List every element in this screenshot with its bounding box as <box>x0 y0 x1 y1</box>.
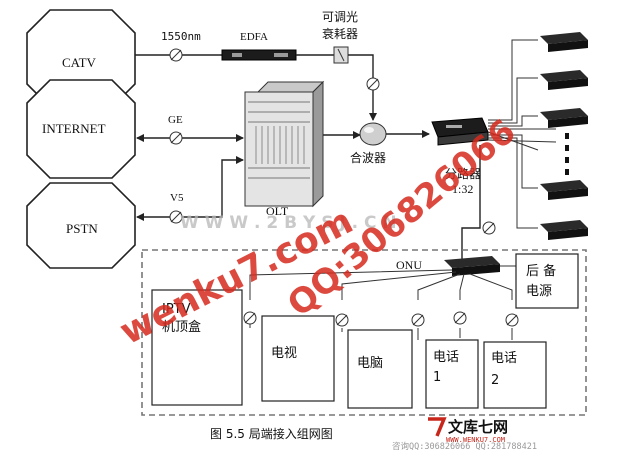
backup-power-line1: 后 备 <box>526 263 556 279</box>
ellipsis-dots <box>565 133 569 175</box>
terminal-pc-label: 电脑 <box>357 356 383 371</box>
terminal-phone1-label: 电话 1 <box>433 350 463 385</box>
brand-name: 文库七网 <box>448 418 508 436</box>
backup-power-box: 后 备 电源 <box>515 253 579 309</box>
terminal-tv: 电视 <box>261 315 335 402</box>
terminal-iptv-line2: 机顶盒 <box>162 319 201 335</box>
combiner-label: 合波器 <box>350 150 386 165</box>
attenuator-to-combiner <box>348 54 377 121</box>
onu-label: ONU <box>396 258 422 272</box>
catv-label: CATV <box>62 55 97 70</box>
remote-onu-1 <box>540 32 588 52</box>
attenuator-iptv-icon <box>243 311 257 325</box>
brand-url: WWW.WENKU7.COM <box>446 436 505 444</box>
ge-label: GE <box>168 114 183 126</box>
attenuator-label-line1: 可调光 <box>322 10 358 24</box>
backup-power-line2: 电源 <box>526 284 552 299</box>
remote-onu-2 <box>540 70 588 90</box>
pstn-label: PSTN <box>66 221 98 236</box>
terminal-phone2-label: 电话 2 <box>491 351 521 388</box>
pstn-source: PSTN <box>26 182 136 269</box>
terminal-phone2-line2: 2 <box>491 373 499 388</box>
attenuator-v5-icon <box>169 210 183 224</box>
attenuator-inline-icon <box>366 77 380 91</box>
customer-premises-boundary <box>141 249 587 416</box>
v5-label: V5 <box>170 192 184 204</box>
remote-onu-stack <box>540 32 588 240</box>
wavelength-label: 1550nm <box>161 30 201 43</box>
terminal-phone1: 电话 1 <box>425 339 479 409</box>
terminal-phone2: 电话 2 <box>483 341 547 409</box>
v5-link <box>136 156 244 221</box>
attenuator-label-line2: 衰耗器 <box>322 26 358 41</box>
edfa-label: EDFA <box>240 31 268 43</box>
figure-caption: 图 5.5 局端接入组网图 <box>210 426 333 441</box>
splitter-label: 分路器 <box>445 166 481 181</box>
attenuator-ge-icon <box>169 131 183 145</box>
splitter-fanout <box>487 39 557 229</box>
terminal-attenuator-icons <box>243 311 519 327</box>
terminal-pc: 电脑 <box>347 329 413 409</box>
watermark-url-faint: W W W . 2 B Y S J . C N <box>180 213 397 233</box>
terminal-tv-label: 电视 <box>271 346 297 361</box>
attenuator-pc-icon <box>411 313 425 327</box>
internet-label: INTERNET <box>42 121 106 136</box>
terminal-phone2-line1: 电话 <box>491 351 517 366</box>
splitter-device: 分路器 1:32 <box>431 117 489 196</box>
brand-seven-icon <box>428 417 447 437</box>
combiner-device: 合波器 <box>350 122 387 165</box>
remote-onu-3 <box>540 108 588 128</box>
terminal-phone1-line2: 1 <box>433 370 441 385</box>
olt-rack: OLT <box>244 80 325 218</box>
attenuator-phone1-icon <box>453 311 467 325</box>
brand-logo: 文库七网 WWW.WENKU7.COM <box>428 417 508 444</box>
watermark-contact: 咨询QQ:306826066 QQ:281788421 <box>392 441 537 452</box>
onu-device: ONU <box>396 256 500 276</box>
adjustable-attenuator <box>333 46 349 64</box>
attenuator-onu-icon <box>482 221 496 235</box>
attenuator-phone2-icon <box>505 313 519 327</box>
internet-source: INTERNET <box>26 79 136 179</box>
terminal-iptv-label: IPTV 机顶盒 <box>162 302 201 335</box>
attenuator-catv-icon <box>169 48 183 62</box>
attenuator-tv-icon <box>335 313 349 327</box>
olt-label: OLT <box>266 204 289 218</box>
terminal-iptv-line1: IPTV <box>162 302 191 317</box>
remote-onu-5 <box>540 220 588 240</box>
backup-power-label: 后 备 电源 <box>526 263 560 299</box>
edfa-device: EDFA <box>221 31 297 61</box>
terminal-phone1-line1: 电话 <box>433 350 459 365</box>
split-ratio-label: 1:32 <box>452 182 473 196</box>
remote-onu-4 <box>540 180 588 200</box>
onu-distribution <box>249 269 513 340</box>
terminal-iptv: IPTV 机顶盒 <box>151 289 243 406</box>
attenuator-label: 可调光 衰耗器 <box>322 10 362 41</box>
splitter-to-onu <box>461 145 481 260</box>
